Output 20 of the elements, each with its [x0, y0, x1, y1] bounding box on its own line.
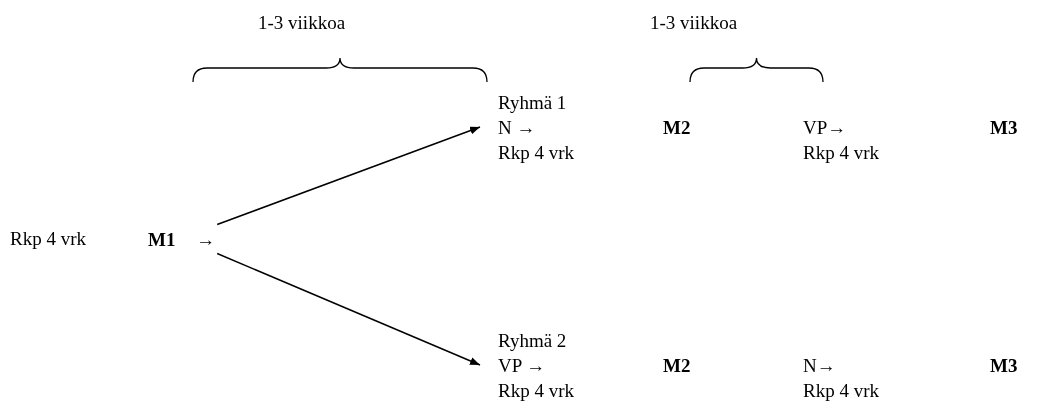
node-text: Rkp 4 vrk	[498, 379, 574, 403]
arrow	[216, 126, 481, 226]
duration-label: 1-3 viikkoa	[650, 11, 738, 35]
node-text: Rkp 4 vrk	[498, 141, 574, 165]
duration-label: 1-3 viikkoa	[258, 11, 346, 35]
node-text: M1 →	[148, 227, 216, 252]
node-text: Ryhmä 1	[498, 91, 567, 115]
node-text: Ryhmä 2	[498, 329, 567, 353]
stage-label: M3	[990, 116, 1018, 140]
node-text: N →	[498, 116, 536, 140]
treatment-label: VP→	[803, 116, 847, 140]
duration-label: Rkp 4 vrk	[803, 379, 879, 403]
stage-label: M3	[990, 354, 1018, 378]
duration-label: Rkp 4 vrk	[10, 227, 86, 251]
node-text: VP →	[498, 354, 546, 378]
stage-label: M2	[663, 116, 691, 140]
stage-label: M2	[663, 354, 691, 378]
treatment-label: N→	[803, 354, 836, 378]
duration-label: Rkp 4 vrk	[803, 141, 879, 165]
arrow	[216, 252, 481, 366]
